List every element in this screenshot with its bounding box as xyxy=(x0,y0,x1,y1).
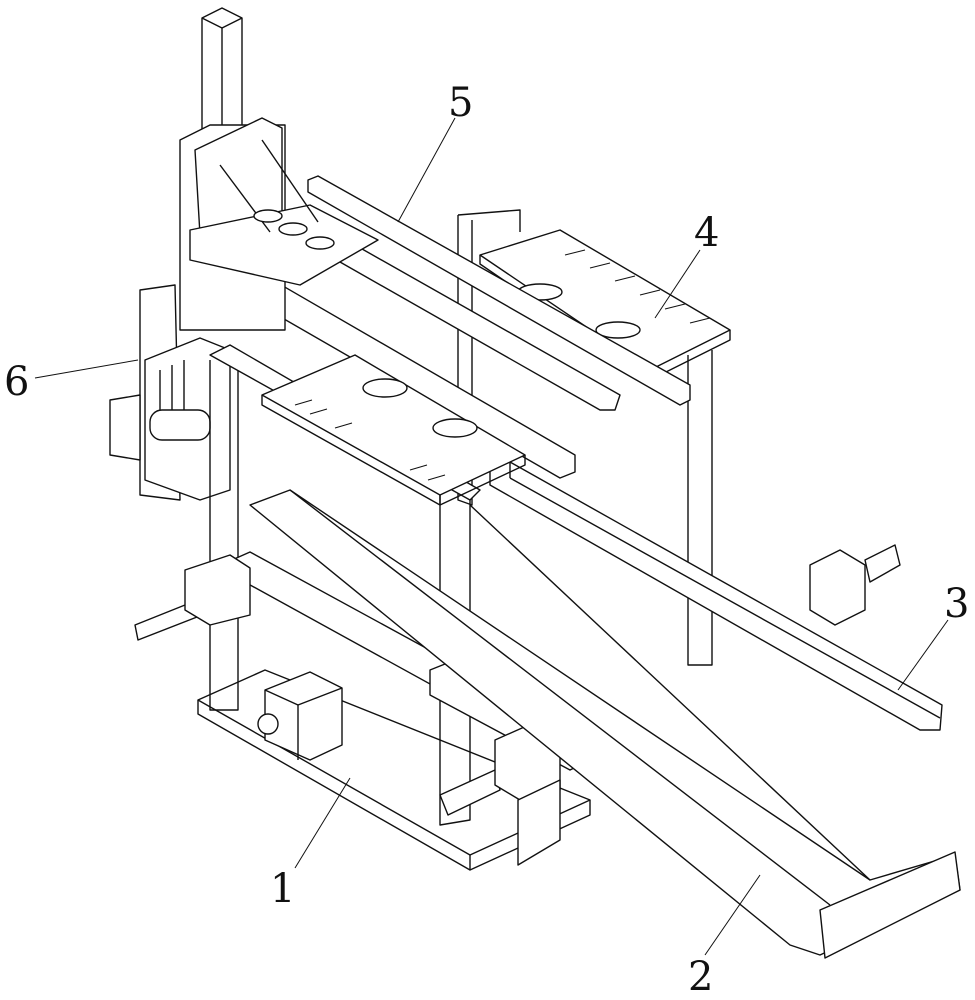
leader-line-4 xyxy=(654,249,701,319)
guide-rail-3 xyxy=(489,461,943,731)
rear-frame xyxy=(457,209,713,666)
label-3: 3 xyxy=(944,581,969,627)
discharge-chute-2 xyxy=(249,489,961,959)
leader-line-1 xyxy=(294,777,351,869)
motor-block xyxy=(257,671,343,761)
leader-line-6 xyxy=(34,359,139,379)
label-2: 2 xyxy=(688,954,713,1000)
leader-line-5 xyxy=(397,117,456,223)
label-6: 6 xyxy=(4,359,29,405)
upper-bracket xyxy=(189,117,379,286)
leader-line-3 xyxy=(897,619,949,691)
label-1: 1 xyxy=(270,866,295,912)
front-table xyxy=(261,354,526,506)
leader-line-2 xyxy=(704,874,761,956)
label-4: 4 xyxy=(694,210,719,256)
side-mechanism-6 xyxy=(109,284,231,501)
label-5: 5 xyxy=(448,80,473,126)
